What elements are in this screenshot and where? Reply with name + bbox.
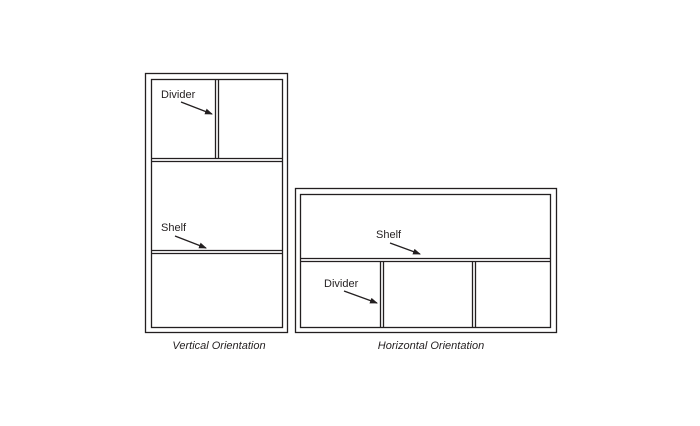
vertical-shelf-label: Shelf bbox=[161, 222, 187, 234]
horizontal-shelf-label: Shelf bbox=[376, 229, 402, 241]
vertical-caption: Vertical Orientation bbox=[172, 340, 265, 352]
arrow-icon bbox=[180, 101, 213, 115]
arrow-icon bbox=[389, 242, 421, 255]
vertical-outer-frame bbox=[144, 72, 289, 334]
horizontal-outer-frame bbox=[294, 187, 558, 334]
vertical-inner-frame bbox=[150, 78, 284, 329]
arrow-icon bbox=[343, 290, 378, 304]
vertical-unit: Divider Shelf Vertical Orientation bbox=[144, 72, 289, 352]
arrow-icon bbox=[174, 235, 207, 249]
horizontal-caption: Horizontal Orientation bbox=[378, 340, 484, 352]
vertical-divider-label: Divider bbox=[161, 89, 196, 101]
horizontal-unit: Shelf Divider Horizontal Orientation bbox=[294, 187, 558, 352]
horizontal-divider-label: Divider bbox=[324, 278, 359, 290]
